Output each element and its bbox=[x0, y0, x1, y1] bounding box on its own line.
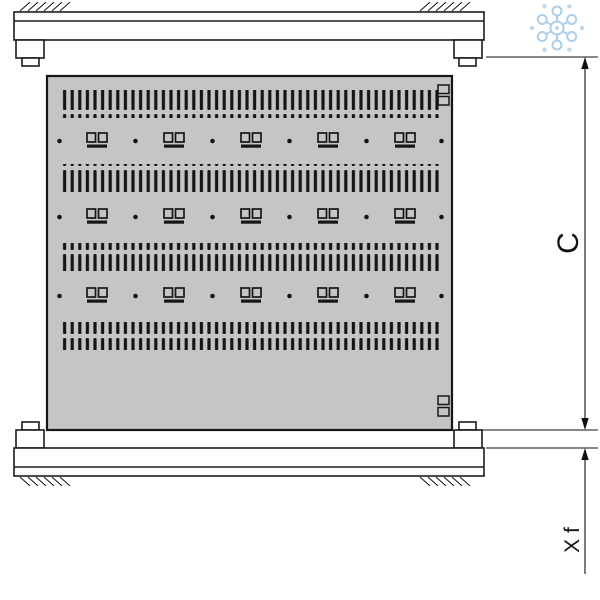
cut-hatch-bottom-right bbox=[419, 476, 471, 487]
logo-outer-dot bbox=[567, 4, 572, 9]
logo-outer-dot bbox=[542, 4, 547, 9]
dimension-xf: X f bbox=[486, 447, 598, 574]
bracket-foot bbox=[458, 421, 477, 431]
top-left-bracket bbox=[15, 39, 45, 67]
logo-outer-dot bbox=[567, 47, 572, 52]
logo-outer-dot bbox=[529, 25, 535, 31]
clip-cutout bbox=[437, 84, 450, 95]
clip-cutout bbox=[437, 406, 450, 417]
vent-slot-row-3 bbox=[62, 243, 439, 271]
logo-outer-dot bbox=[542, 47, 547, 52]
vent-slot-row-1 bbox=[62, 90, 439, 118]
network-nodes-logo-icon bbox=[529, 4, 585, 52]
shelf-panel bbox=[45, 74, 454, 432]
top-rail bbox=[13, 1, 485, 67]
arrowhead-up bbox=[581, 448, 589, 460]
corner-clips-bottom-right bbox=[437, 395, 450, 417]
bracket-foot bbox=[21, 57, 40, 67]
logo-spokes bbox=[545, 15, 569, 41]
bracket-body bbox=[453, 39, 483, 59]
arrowhead-up bbox=[581, 57, 589, 69]
bottom-right-bracket bbox=[453, 421, 483, 449]
logo-outer-dot bbox=[579, 25, 585, 31]
dimension-xf-label: X f bbox=[561, 527, 584, 553]
top-right-bracket bbox=[453, 39, 483, 67]
dimension-c: C bbox=[456, 56, 598, 431]
vent-slot-row-2 bbox=[62, 164, 439, 192]
clip-cutout bbox=[437, 95, 450, 106]
arrowhead-down bbox=[581, 418, 589, 430]
bracket-body bbox=[15, 39, 45, 59]
corner-clips-top-right bbox=[437, 84, 450, 106]
bracket-body bbox=[15, 429, 45, 449]
top-rail-profile bbox=[13, 11, 485, 41]
logo-hub-dot bbox=[555, 26, 559, 30]
cut-hatch-bottom-left bbox=[19, 476, 71, 487]
cut-hatch-top-right bbox=[419, 1, 471, 12]
bracket-body bbox=[453, 429, 483, 449]
logo-node bbox=[566, 14, 578, 25]
cut-hatch-top-left bbox=[19, 1, 71, 12]
logo-node bbox=[551, 39, 563, 51]
bottom-rail-profile bbox=[13, 447, 485, 477]
logo-node bbox=[536, 31, 548, 42]
bracket-foot bbox=[21, 421, 40, 431]
vent-slot-row-4 bbox=[62, 322, 439, 350]
bottom-rail bbox=[13, 421, 485, 487]
bracket-foot bbox=[458, 57, 477, 67]
bottom-left-bracket bbox=[15, 421, 45, 449]
logo-node bbox=[536, 14, 548, 25]
logo-node bbox=[566, 31, 578, 42]
clip-cutout bbox=[437, 395, 450, 406]
dimension-c-label: C bbox=[552, 232, 585, 254]
logo-node bbox=[551, 5, 563, 17]
